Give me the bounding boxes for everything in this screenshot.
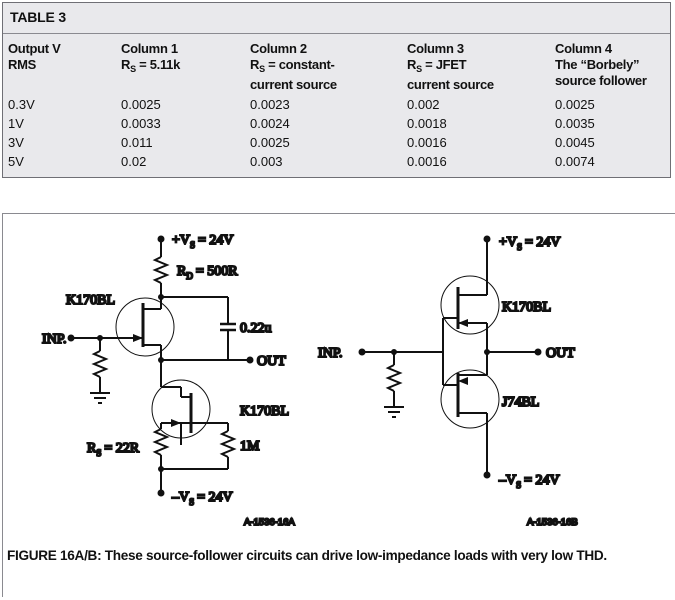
table-divider <box>3 33 670 34</box>
svg-text:–VS= 24V: –VS= 24V <box>498 473 560 490</box>
inp-label-a: INP. <box>42 332 67 347</box>
inp-label-b: INP. <box>318 346 343 361</box>
row-2-col1: 0.011 <box>121 135 153 150</box>
q2b-label: J74BL <box>502 395 539 410</box>
r1m-label: 1M <box>240 439 260 454</box>
figure-b-id: A-1536-16B <box>527 517 578 528</box>
out-terminal-a <box>246 356 254 364</box>
figure-caption: FIGURE 16A/B: These source-follower circ… <box>7 548 607 563</box>
out-label-a: OUT <box>257 354 286 369</box>
q1b-jfet <box>440 275 500 335</box>
header-output-v: Output V RMS <box>8 41 61 72</box>
vminus-terminal-b <box>483 471 491 479</box>
out-terminal-b <box>534 348 542 356</box>
svg-text:RS= 22R: RS= 22R <box>87 441 140 458</box>
header-column-2: Column 2 RS = constant- current source <box>250 41 337 92</box>
r1m-resistor <box>219 430 237 458</box>
table-title: TABLE 3 <box>10 9 66 25</box>
q1a-label: K170BL <box>66 293 115 308</box>
row-3-col4: 0.0074 <box>555 154 595 169</box>
vminus-terminal-a <box>157 489 165 497</box>
rs-resistor <box>152 428 170 456</box>
q1-jfet <box>115 297 175 357</box>
figure-a-id: A-1536-16A <box>244 517 295 528</box>
row-3-col2: 0.003 <box>250 154 283 169</box>
row-1-col4: 0.0035 <box>555 116 595 131</box>
figure-16b-schematic <box>358 235 542 479</box>
row-0-col3: 0.002 <box>407 97 440 112</box>
figure-16a-schematic <box>67 235 254 497</box>
q2a-label: K170BL <box>240 404 289 419</box>
row-3-col3: 0.0016 <box>407 154 447 169</box>
row-1-output: 1V <box>8 116 24 131</box>
out-label-b: OUT <box>546 346 575 361</box>
row-1-col3: 0.0018 <box>407 116 447 131</box>
row-0-col1: 0.0025 <box>121 97 161 112</box>
svg-text:+VS= 24V: +VS= 24V <box>172 233 234 250</box>
schematic-diagrams: +VS= 24V RD= 500R K170BL 0.22u INP. OUT … <box>41 232 579 529</box>
q1b-label: K170BL <box>502 300 551 315</box>
row-1-col1: 0.0033 <box>121 116 161 131</box>
header-column-3: Column 3 RS = JFET current source <box>407 41 494 92</box>
row-3-output: 5V <box>8 154 24 169</box>
svg-text:RD= 500R: RD= 500R <box>177 264 238 281</box>
q2b-jfet <box>440 369 500 429</box>
svg-text:–VS= 24V: –VS= 24V <box>171 490 233 507</box>
header-column-4: Column 4 The “Borbely” source follower <box>555 41 647 88</box>
row-2-col4: 0.0045 <box>555 135 595 150</box>
rd-resistor <box>152 256 170 284</box>
figure-frame <box>2 213 675 597</box>
row-1-col2: 0.0024 <box>250 116 290 131</box>
data-table: TABLE 3 Output V RMS Column 1 RS = 5.11k… <box>2 2 671 178</box>
cap-label: 0.22u <box>240 321 272 336</box>
header-column-1: Column 1 RS = 5.11k <box>121 41 181 74</box>
row-3-col1: 0.02 <box>121 154 147 169</box>
row-2-col3: 0.0016 <box>407 135 447 150</box>
row-0-output: 0.3V <box>8 97 35 112</box>
row-0-col4: 0.0025 <box>555 97 595 112</box>
svg-text:+VS= 24V: +VS= 24V <box>499 235 561 252</box>
row-2-col2: 0.0025 <box>250 135 290 150</box>
row-0-col2: 0.0023 <box>250 97 290 112</box>
row-2-output: 3V <box>8 135 24 150</box>
